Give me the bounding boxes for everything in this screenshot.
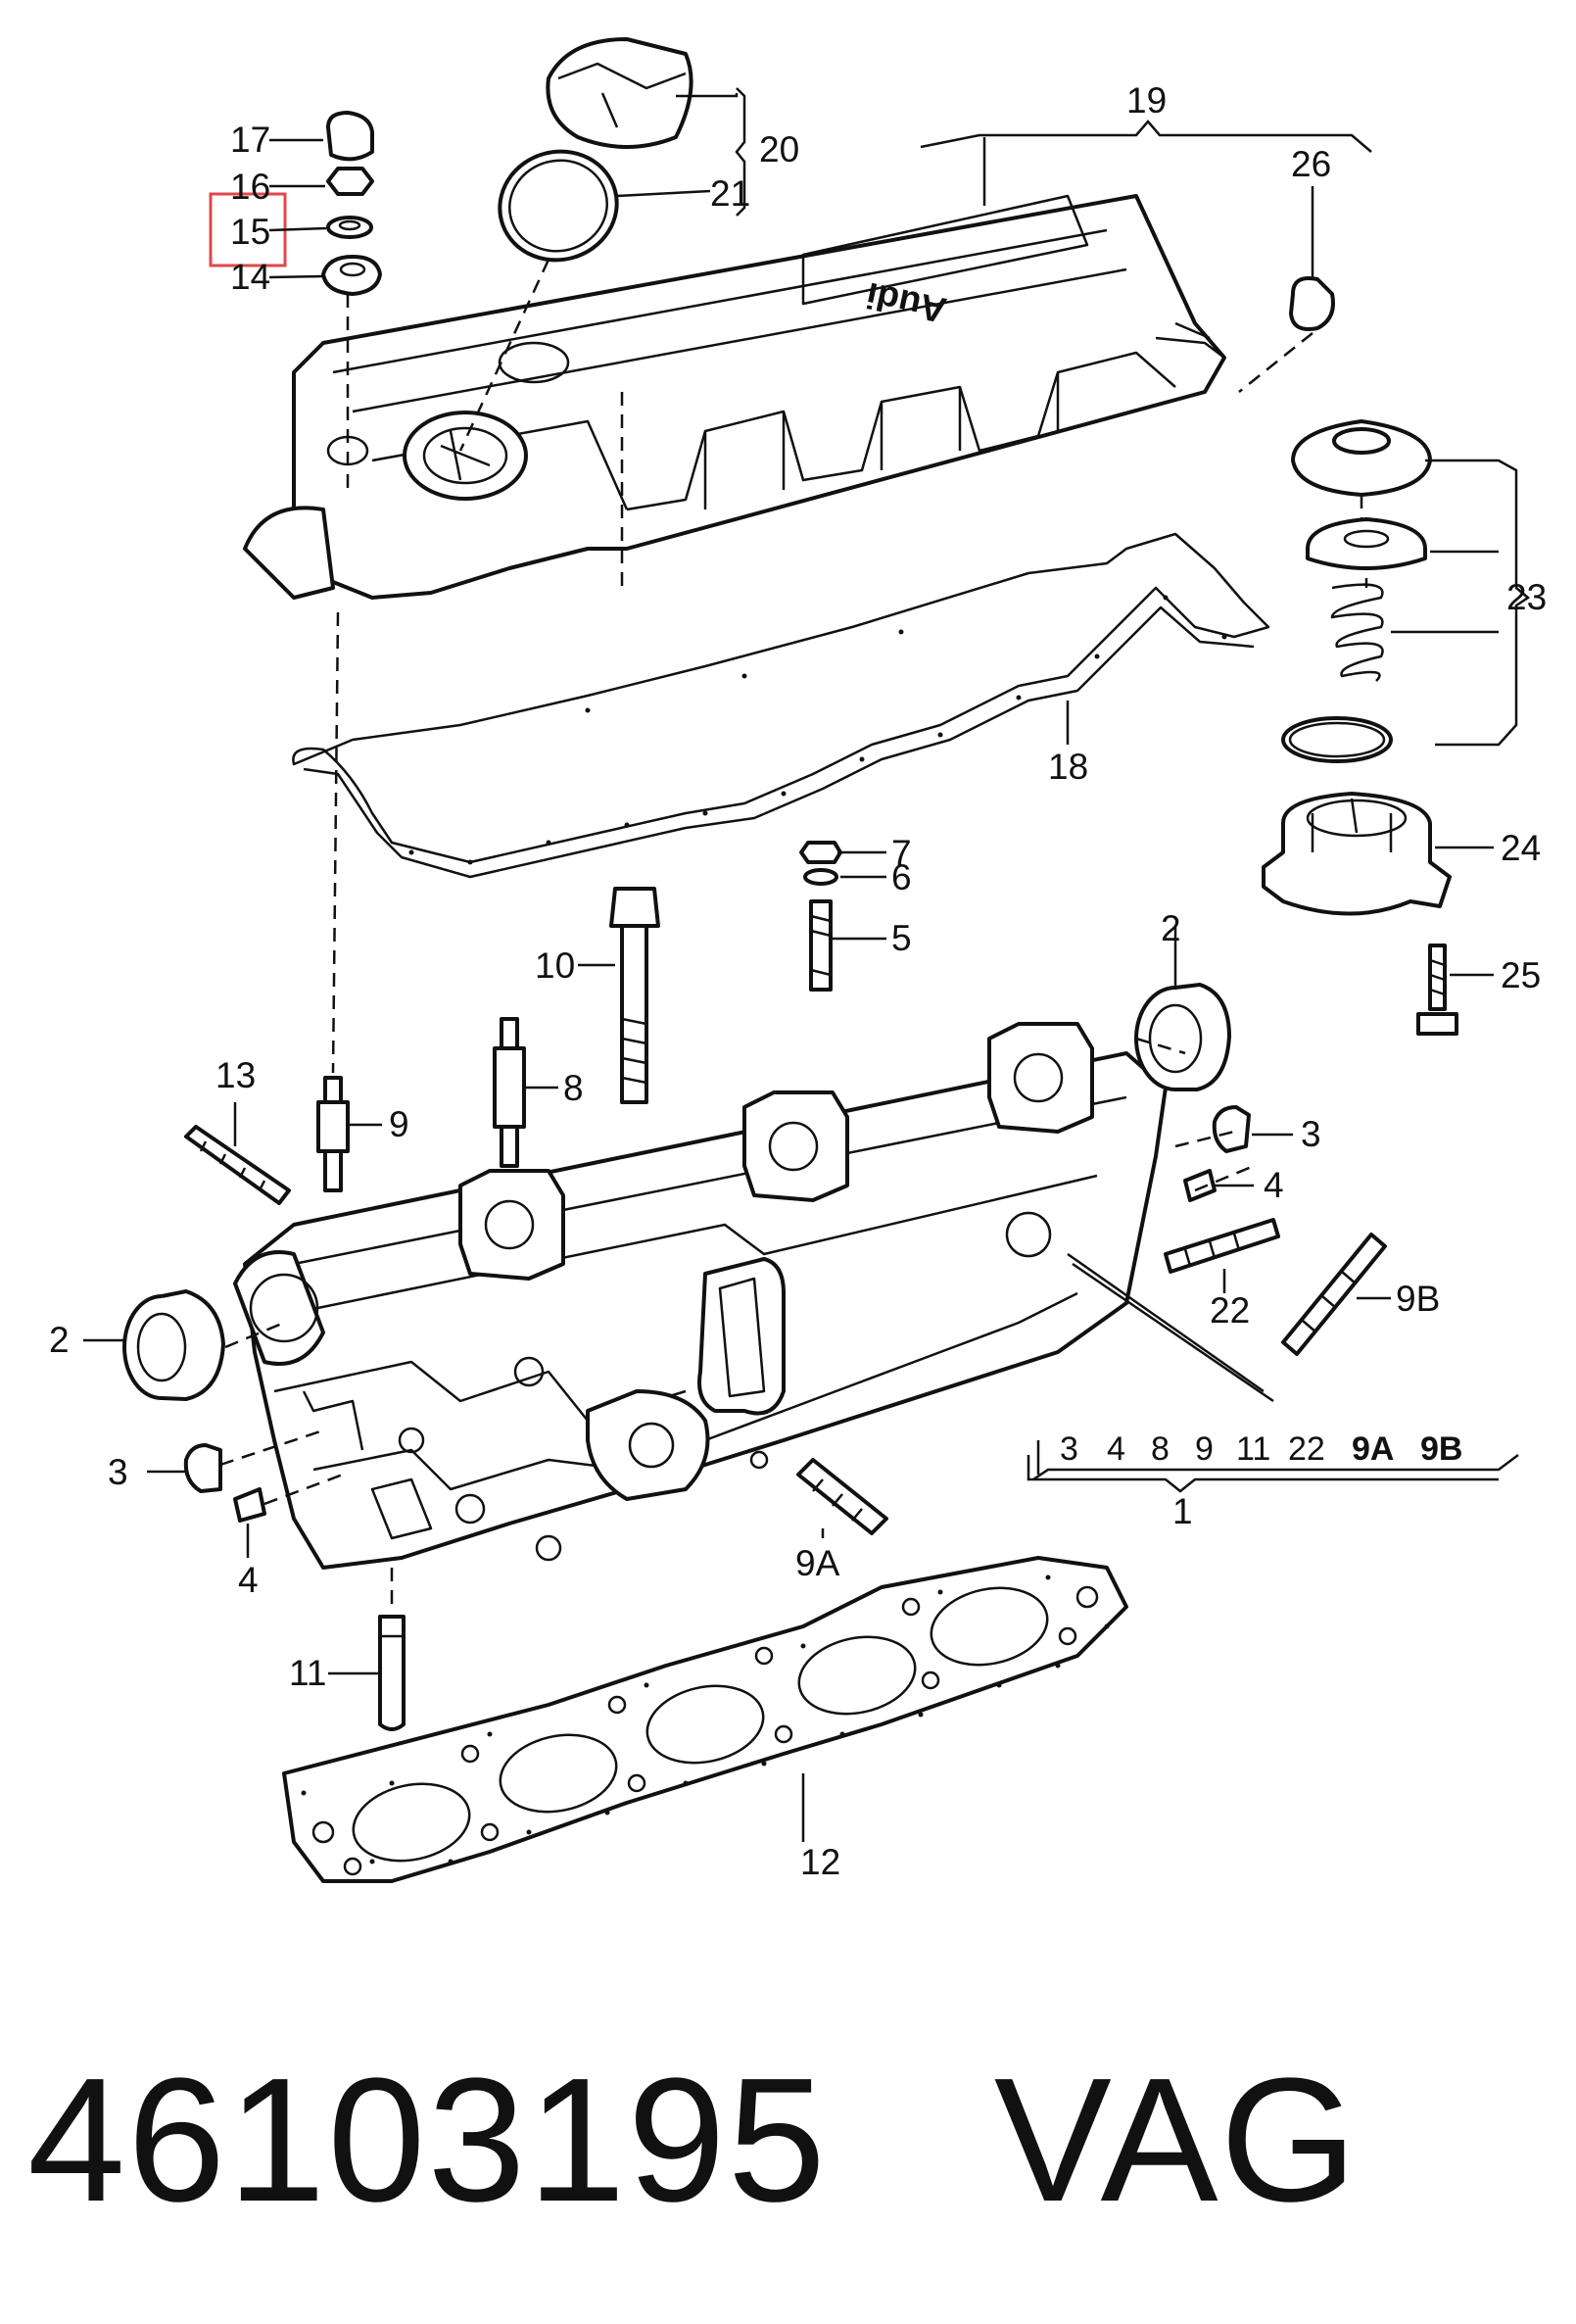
breather-housing <box>1262 792 1452 916</box>
plug-3-left <box>183 1443 222 1493</box>
plug-4-right <box>1183 1169 1217 1202</box>
stud-9 <box>316 1076 350 1192</box>
cylinder-head-cover: Audi <box>243 194 1226 600</box>
label-9: 9 <box>389 1104 409 1144</box>
label-26: 26 <box>1291 144 1331 184</box>
stud-5 <box>799 841 842 992</box>
label-13: 13 <box>215 1055 256 1095</box>
label-9a: 9A <box>795 1543 840 1583</box>
label-23: 23 <box>1506 577 1547 617</box>
leader-lines <box>83 87 1531 1842</box>
group-item: 4 <box>1107 1430 1125 1468</box>
oil-seal-right <box>1134 983 1231 1091</box>
cap-nut-stack <box>321 111 382 296</box>
cap-seal-ring <box>498 149 619 263</box>
oil-filler-cap <box>546 37 693 149</box>
label-4-left: 4 <box>238 1560 259 1600</box>
cylinder-head <box>233 1022 1168 1570</box>
plug-3-right <box>1212 1105 1251 1153</box>
stud-13 <box>184 1125 291 1205</box>
label-2-left: 2 <box>49 1320 70 1360</box>
cover-gasket <box>292 532 1270 879</box>
cap-26 <box>1289 276 1335 331</box>
label-12: 12 <box>800 1842 840 1882</box>
oil-seal-left <box>122 1289 225 1401</box>
stud-9a <box>796 1458 888 1535</box>
parts-diagram: Audi <box>49 37 1547 1883</box>
label-10: 10 <box>535 945 575 986</box>
guide-11 <box>378 1615 406 1731</box>
head-gasket <box>282 1556 1128 1883</box>
group-item: 9 <box>1195 1430 1214 1468</box>
label-7: 7 <box>891 833 912 873</box>
label-11: 11 <box>289 1653 326 1693</box>
group-item: 8 <box>1151 1430 1170 1468</box>
label-22: 22 <box>1210 1290 1250 1331</box>
label-17: 17 <box>230 120 270 160</box>
label-8: 8 <box>563 1068 584 1108</box>
group-item: 9A <box>1352 1430 1394 1468</box>
plug-4-left <box>233 1487 266 1523</box>
label-2-right: 2 <box>1161 908 1181 948</box>
callout-labels: 19 20 21 26 17 16 15 14 23 18 24 25 7 6 … <box>49 80 1547 1882</box>
label-20: 20 <box>759 129 799 169</box>
label-18: 18 <box>1048 747 1088 787</box>
group-item: 22 <box>1288 1430 1325 1468</box>
stud-9b <box>1281 1233 1387 1356</box>
label-5: 5 <box>891 918 912 958</box>
brand-name: VAG <box>993 2042 1360 2239</box>
part-number: 46103195 <box>27 2042 828 2239</box>
label-25: 25 <box>1501 955 1541 995</box>
label-9b: 9B <box>1396 1279 1440 1319</box>
breather-valve-stack <box>1281 419 1432 763</box>
stud-8 <box>493 1017 526 1168</box>
head-bolt-10 <box>609 887 660 1104</box>
label-14: 14 <box>230 257 270 297</box>
label-15: 15 <box>230 212 270 252</box>
part-footer: 46103195 VAG <box>27 2013 1555 2268</box>
label-21: 21 <box>710 173 750 214</box>
bolt-25 <box>1416 944 1458 1036</box>
label-6: 6 <box>891 857 912 897</box>
stud-22 <box>1164 1218 1280 1274</box>
alignment-dashes <box>219 259 1368 1612</box>
label-3-left: 3 <box>108 1452 128 1492</box>
label-3-right: 3 <box>1301 1114 1321 1154</box>
label-19: 19 <box>1126 80 1167 121</box>
group-1-list: 3 4 8 9 11 22 9A 9B <box>1060 1430 1462 1468</box>
label-16: 16 <box>230 167 270 207</box>
group-item: 9B <box>1420 1430 1462 1468</box>
group-item: 11 <box>1236 1430 1270 1468</box>
label-1: 1 <box>1172 1491 1193 1531</box>
label-4-right: 4 <box>1264 1165 1284 1205</box>
group-item: 3 <box>1060 1430 1078 1468</box>
label-24: 24 <box>1501 828 1541 868</box>
